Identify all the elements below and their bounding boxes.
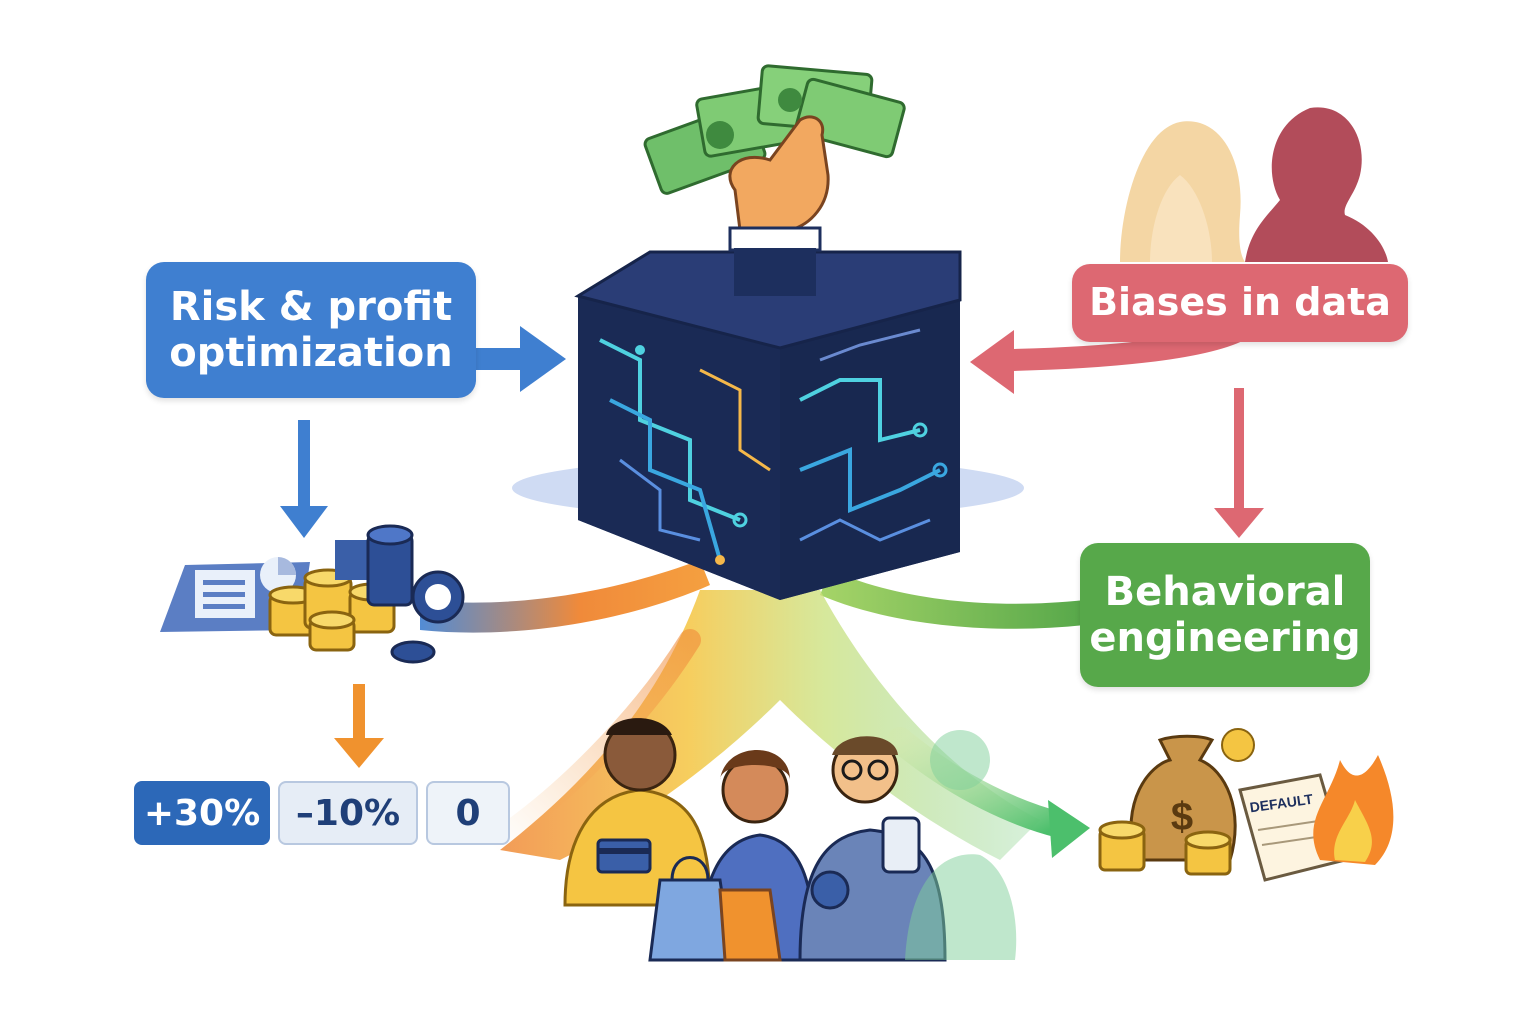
money-bag-symbol: $ <box>1171 795 1193 839</box>
flow-to-percent <box>479 629 701 856</box>
smartphone-icon <box>810 816 921 910</box>
arrow-head-outcome <box>1048 800 1090 858</box>
risk-line-2: optimization <box>169 330 453 376</box>
biases-label: Biases in data <box>1072 264 1408 342</box>
arrow-head-risk-down <box>280 506 328 538</box>
percent-box-minus: –10% <box>278 781 418 845</box>
behavioral-line-1: Behavioral <box>1104 569 1346 615</box>
circuit-cube-icon <box>574 250 962 600</box>
behavioral-line-2: engineering <box>1089 615 1361 661</box>
percent-box-zero: 0 <box>426 781 510 845</box>
flow-to-outcome <box>887 727 1073 838</box>
bias-line-1: Biases in data <box>1089 280 1391 325</box>
man-silhouette-icon <box>1245 107 1388 262</box>
poker-chip-icon <box>335 524 465 664</box>
arrow-head-bias <box>970 330 1014 394</box>
arrow-shaft-risk-down <box>298 420 310 506</box>
arrow-head-orange-down <box>334 738 384 768</box>
arrow-shaft-bias-down <box>1234 388 1244 508</box>
arrow-head-risk <box>520 326 566 392</box>
coin-stack-icon <box>268 568 396 652</box>
arrow-shaft-orange-down <box>353 684 365 740</box>
behavioral-engineering-label: Behavioral engineering <box>1080 543 1370 687</box>
credit-card-icon <box>596 838 652 874</box>
percent-box-plus: +30% <box>134 781 270 845</box>
money-bag-icon: $ <box>1098 728 1255 876</box>
arrow-head-bias-down <box>1214 508 1264 538</box>
woman-silhouette-icon <box>1120 121 1245 262</box>
risk-profit-label: Risk & profit optimization <box>146 262 476 398</box>
flow-to-coins <box>420 560 710 633</box>
hand-icon <box>728 115 830 296</box>
flow-to-behavioral <box>820 570 1085 629</box>
risk-line-1: Risk & profit <box>169 284 453 330</box>
fire-icon <box>1313 755 1394 865</box>
shopping-bag-icon <box>648 856 782 962</box>
